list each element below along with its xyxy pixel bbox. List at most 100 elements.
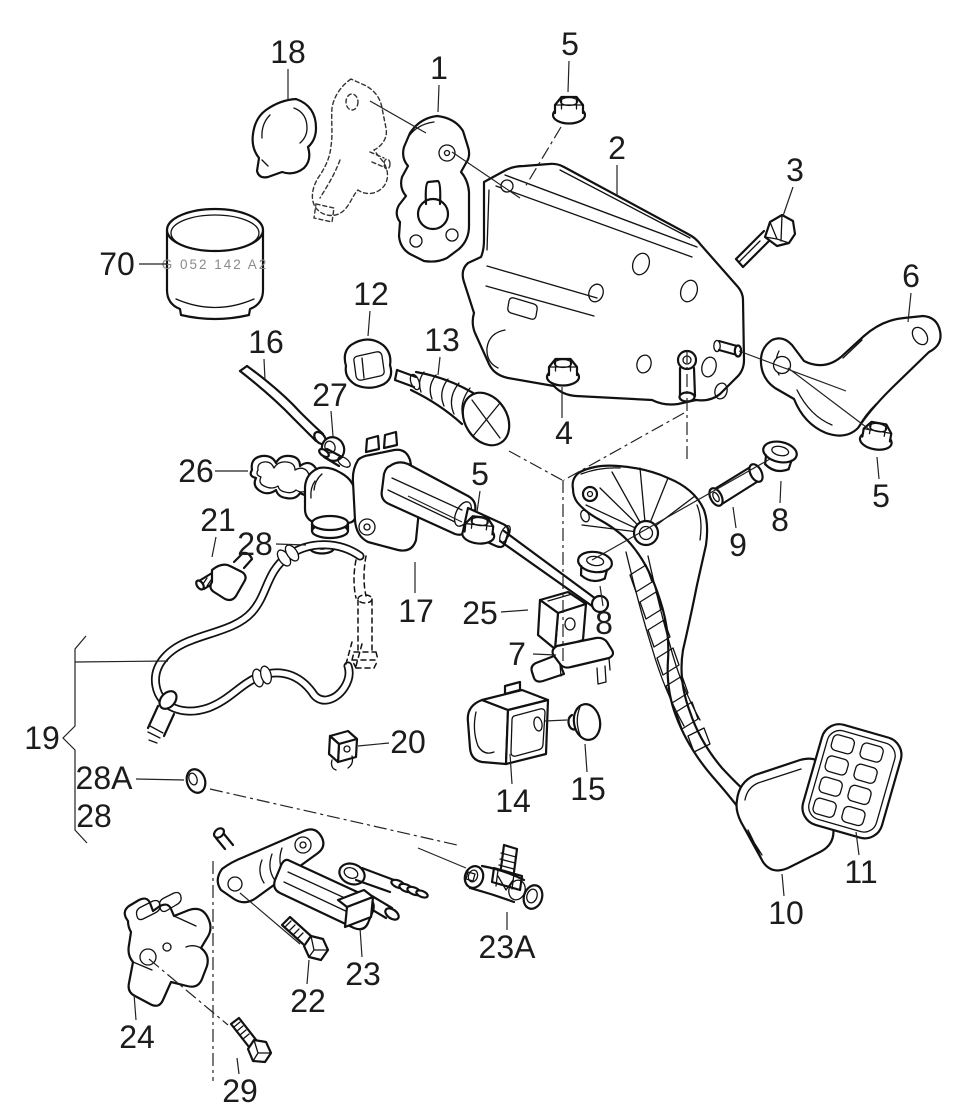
leader-8-upper (779, 480, 782, 504)
part-label-5-right: 5 (872, 478, 890, 514)
leader-24 (133, 993, 137, 1021)
part-label-28A: 28A (76, 760, 134, 796)
part-3-bolt (734, 213, 797, 269)
leader-5-mid (476, 490, 481, 513)
part-21-pipe-clip (195, 551, 254, 602)
part-label-12: 12 (353, 276, 389, 312)
leader-9 (732, 506, 737, 529)
part-11-pedal-pad (801, 723, 903, 840)
part-24-bracket (123, 891, 212, 1007)
part-label-1: 1 (430, 50, 448, 86)
part-10-clutch-pedal (571, 464, 835, 872)
part-23A-t-connector (463, 843, 544, 910)
part-label-8-upper: 8 (771, 502, 789, 538)
leader-8-lower (599, 585, 604, 607)
part-9-spacer-sleeve (708, 463, 764, 507)
part-22-bolt (280, 915, 330, 962)
bleeder-fitting (158, 690, 178, 710)
part-8-bushing-upper (758, 437, 800, 476)
part-28A-seal-ring (185, 768, 207, 794)
part-15-cap-disc (567, 703, 602, 741)
part-label-8-lower: 8 (595, 605, 613, 641)
part-13-boot (393, 368, 511, 447)
ghost-stud (351, 555, 379, 669)
part-label-20: 20 (390, 724, 426, 760)
leader-13 (437, 356, 441, 376)
leader-5-right (876, 456, 880, 480)
elbow-port (303, 466, 358, 525)
part-label-5-mid: 5 (471, 456, 489, 492)
part-label-26: 26 (178, 453, 214, 489)
leader-23 (359, 927, 363, 958)
part-4-nut (545, 357, 581, 387)
part-label-13: 13 (424, 322, 460, 358)
part-18-grommet (251, 97, 318, 179)
part-14-switch-housing (466, 680, 550, 766)
part-7-retaining-clip (530, 636, 615, 685)
part-8-bushing-lower (574, 548, 615, 585)
part-label-5-top: 5 (561, 26, 579, 62)
leader-27 (330, 410, 334, 437)
part-label-23: 23 (345, 956, 381, 992)
leader-29 (236, 1057, 240, 1075)
leader-6 (907, 292, 912, 323)
part-label-17: 17 (398, 593, 434, 629)
part-19-hose-assembly (146, 540, 365, 744)
part-label-23A: 23A (479, 929, 537, 965)
leader-20 (357, 742, 390, 747)
part-1-mounting-plate (395, 114, 471, 263)
part-label-4: 4 (555, 415, 573, 451)
part-17-master-cylinder (303, 430, 610, 614)
part-12-grommet (343, 338, 393, 389)
part-label-2: 2 (608, 130, 626, 166)
ghost-lever-outline (311, 78, 391, 223)
keyhole-slot (416, 197, 450, 231)
part-label-28-lower: 28 (76, 798, 112, 834)
leader-16 (263, 358, 266, 381)
part-20-clip (327, 729, 359, 771)
leader-21 (211, 536, 217, 558)
part-label-7: 7 (508, 636, 526, 672)
part-label-10: 10 (768, 895, 804, 931)
leader-28-mid (275, 543, 307, 546)
part-70-fluid-container: G 052 142 A2 (162, 207, 269, 321)
leader-22 (306, 959, 310, 985)
part-2-pedal-bracket (461, 162, 746, 406)
part-label-19: 19 (24, 720, 60, 756)
part-label-28-mid: 28 (237, 526, 273, 562)
part-label-70: 70 (99, 246, 135, 282)
part-label-21: 21 (200, 502, 236, 538)
brace-19 (62, 635, 88, 844)
leader-15 (584, 743, 588, 773)
leader-11 (855, 831, 860, 856)
leader-7 (532, 653, 557, 656)
part-label-27: 27 (312, 377, 348, 413)
leader-1 (437, 84, 440, 113)
part-label-6: 6 (902, 258, 920, 294)
part-6-support-bracket (759, 314, 942, 437)
part-label-9: 9 (729, 527, 747, 563)
leader-3 (782, 186, 794, 217)
leader-14 (509, 753, 513, 785)
part-label-3: 3 (786, 152, 804, 188)
part-29-bolt (229, 1016, 273, 1064)
leader-12 (367, 310, 371, 337)
leader-28A (135, 778, 185, 781)
part-label-16: 16 (248, 324, 284, 360)
part-label-18: 18 (270, 34, 306, 70)
leader-lines (62, 60, 912, 1075)
leader-25 (500, 609, 529, 613)
fluid-spec-text: G 052 142 A2 (162, 257, 269, 272)
part-5-nut-top (551, 95, 587, 125)
leader-5-top (567, 60, 570, 93)
part-label-22: 22 (290, 983, 326, 1019)
part-23-slave-cylinder (212, 827, 429, 931)
part-label-14: 14 (495, 783, 531, 819)
part-label-25: 25 (462, 595, 498, 631)
brace-19-leader (74, 660, 169, 663)
connector-lines (148, 100, 871, 1081)
part-label-24: 24 (119, 1019, 155, 1055)
